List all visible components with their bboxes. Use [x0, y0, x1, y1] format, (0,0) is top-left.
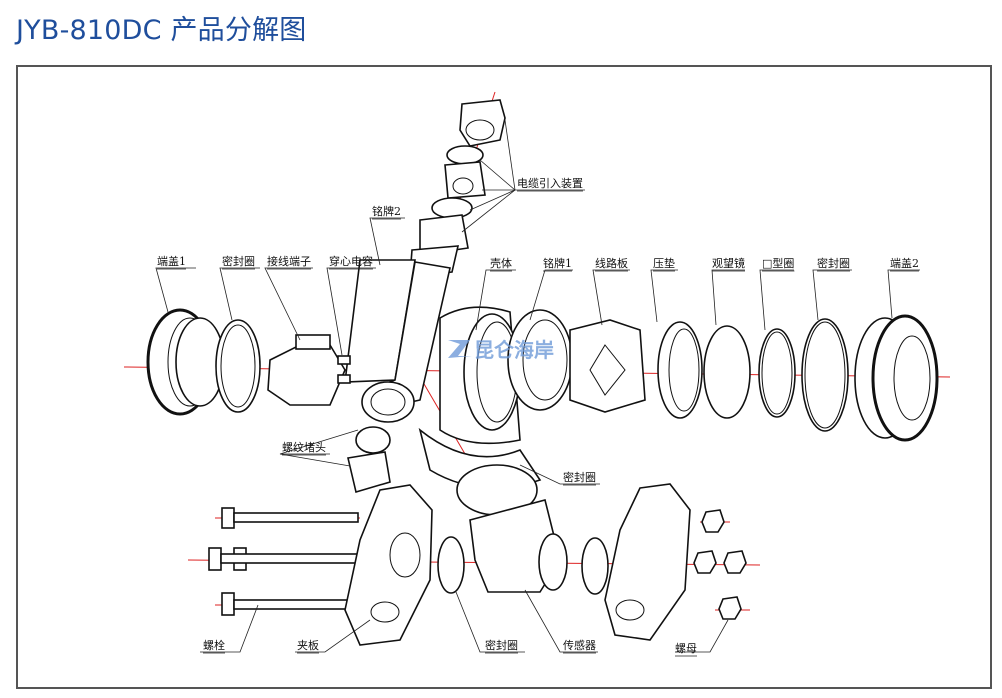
o-ring — [758, 328, 796, 418]
label-seal-ring-left: 密封圈 — [222, 254, 255, 268]
seal-ring-bottom-right — [581, 537, 609, 595]
cable-gland-parts — [409, 99, 506, 277]
nut-2 — [693, 550, 717, 574]
circuit-board-window — [589, 344, 626, 396]
terminal-block — [267, 344, 346, 406]
nuts — [693, 509, 747, 620]
circuit-board — [569, 319, 646, 413]
part-labels: 电缆引入装置 铭牌2 端盖1 密封圈 接线端子 穿心电容 壳体 铭牌1 线路板 … — [157, 176, 919, 657]
plug-washer — [355, 426, 391, 454]
gland-nut-top — [459, 99, 506, 147]
left-assembly — [146, 308, 351, 416]
nut-1 — [701, 509, 725, 533]
label-sensor: 传感器 — [563, 639, 596, 652]
seal-ring-left — [215, 319, 261, 413]
label-terminal: 接线端子 — [267, 254, 311, 268]
label-nameplate1: 铭牌1 — [543, 256, 572, 270]
threaded-plug — [347, 451, 391, 494]
seal-ring-right — [801, 318, 849, 432]
gland-washer-2 — [431, 197, 473, 219]
terminal-top — [295, 334, 331, 350]
watermark-logo-icon — [448, 340, 472, 358]
label-bolt: 螺栓 — [203, 638, 225, 652]
label-feedthrough-capacitor: 穿心电容 — [329, 254, 373, 268]
label-cable-gland: 电缆引入装置 — [517, 176, 583, 190]
gland-washer-1 — [446, 145, 484, 165]
label-nut: 螺母 — [675, 642, 697, 655]
bolt-shaft-3 — [233, 599, 365, 610]
label-housing: 壳体 — [490, 256, 512, 270]
bolt-head-3 — [221, 592, 235, 616]
sight-glass — [703, 325, 751, 419]
label-clamp-plate: 夹板 — [297, 638, 319, 652]
page-title: JYB-810DC 产品分解图 — [16, 15, 307, 46]
bolt-head-1 — [221, 507, 235, 529]
sensor-parts — [437, 464, 609, 595]
gland-seal — [444, 161, 486, 199]
watermark-text: 昆仑海岸 — [474, 338, 554, 362]
label-threaded-plug: 螺纹堵头 — [282, 440, 326, 454]
label-sight-glass: 观望镜 — [712, 256, 745, 270]
bolt-head-2 — [208, 547, 222, 571]
label-end-cap2: 端盖2 — [890, 256, 919, 270]
clamp-plates — [344, 483, 691, 646]
clamp-plate-left — [344, 484, 433, 646]
bolt-shaft-2 — [220, 553, 362, 564]
housing-side-port — [361, 381, 415, 423]
right-assembly — [569, 314, 939, 442]
end-cap2 — [871, 314, 939, 442]
sensor-port — [538, 533, 568, 591]
watermark: 昆仑海岸 — [448, 338, 554, 362]
label-pressure-pad: 压垫 — [653, 256, 675, 270]
threaded-plug-parts — [347, 426, 391, 494]
bolt-shaft-1 — [233, 512, 359, 523]
leader-lines — [155, 119, 920, 653]
clamp-plate-right — [604, 483, 691, 641]
label-seal-ring-right: 密封圈 — [817, 256, 850, 270]
label-circuit-board: 线路板 — [595, 256, 628, 270]
label-nameplate2: 铭牌2 — [372, 204, 401, 218]
capacitor-1 — [337, 355, 351, 365]
nut-4 — [718, 596, 742, 620]
sensor-body — [469, 499, 561, 593]
bolts — [208, 507, 365, 616]
label-o-ring: □型圈 — [762, 256, 794, 270]
seal-ring-bottom-left — [437, 536, 465, 594]
capacitor-2 — [337, 374, 351, 384]
label-seal-ring-mid: 密封圈 — [563, 470, 596, 484]
gland-body — [419, 214, 469, 256]
pressure-pad — [657, 321, 703, 419]
nut-3 — [723, 550, 747, 574]
label-end-cap1: 端盖1 — [157, 254, 186, 268]
label-seal-ring-bottom: 密封圈 — [485, 638, 518, 652]
